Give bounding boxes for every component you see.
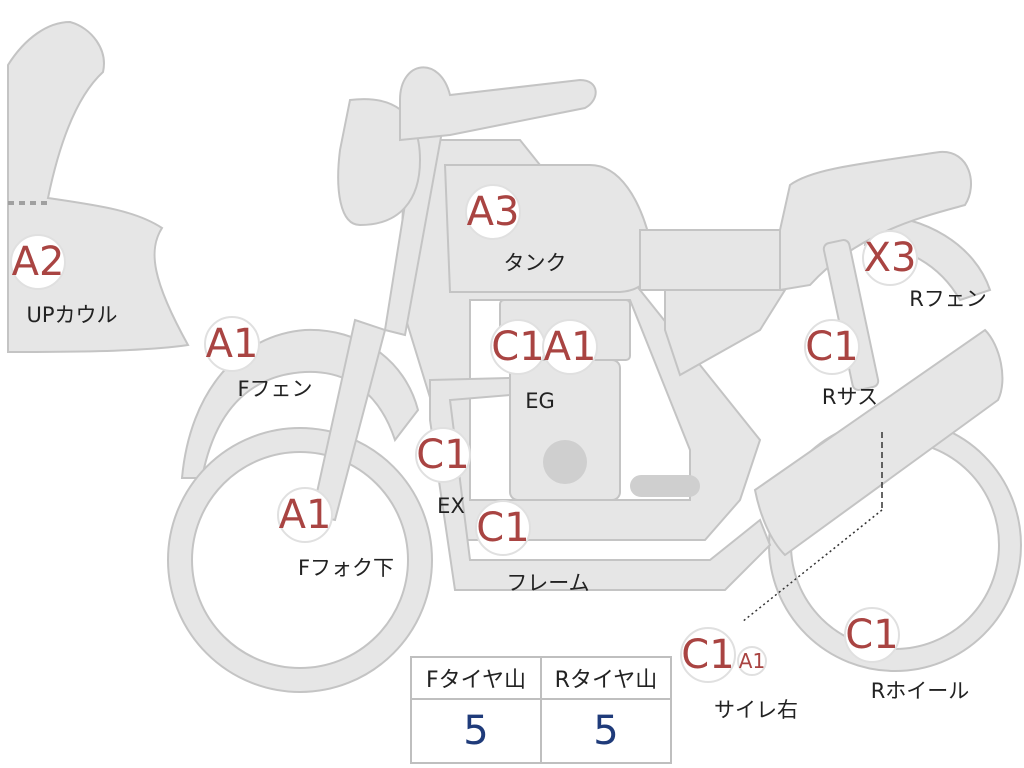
front-fork-shape	[310, 318, 387, 522]
svg-text:C1: C1	[491, 324, 544, 370]
badge-ffork: A1	[277, 487, 333, 543]
label-frame: フレーム	[506, 571, 589, 595]
label-rwheel: Rホイール	[871, 679, 970, 703]
label-tank: タンク	[504, 251, 567, 275]
svg-text:A2: A2	[12, 239, 65, 285]
tire-tread-table: Fタイヤ山 Rタイヤ山 5 5	[410, 656, 672, 764]
rear-tire-header: Rタイヤ山	[540, 656, 672, 700]
svg-text:A1: A1	[279, 492, 332, 538]
label-rsus: Rサス	[822, 385, 878, 409]
label-eg: EG	[525, 389, 555, 413]
svg-text:C1: C1	[805, 324, 858, 370]
badge-rfender: X3	[862, 230, 918, 286]
rear-shock	[822, 239, 880, 391]
badge-silencer-2: A1	[737, 646, 767, 676]
front-wheel	[168, 428, 432, 692]
footpeg	[630, 475, 700, 497]
svg-text:A3: A3	[467, 189, 520, 235]
engine-cover	[543, 440, 587, 484]
label-silencer: サイレ右	[714, 698, 798, 722]
svg-text:C1: C1	[476, 505, 529, 551]
label-upcowl: UPカウル	[26, 303, 117, 327]
badge-ex: C1	[415, 427, 471, 483]
front-tire-value: 5	[410, 698, 542, 764]
label-ffork: Fフォク下	[298, 556, 394, 580]
svg-text:A1: A1	[544, 324, 597, 370]
label-ex: EX	[437, 494, 465, 518]
badge-tank: A3	[465, 184, 521, 240]
badge-eg-1: C1	[490, 319, 546, 375]
badge-frame: C1	[475, 500, 531, 556]
badge-upcowl: A2	[10, 234, 66, 290]
badge-eg-2: A1	[542, 319, 598, 375]
svg-text:C1: C1	[416, 432, 469, 478]
badge-ffender: A1	[204, 316, 260, 372]
seat-shape	[639, 229, 781, 291]
svg-text:C1: C1	[845, 612, 898, 658]
front-tire-header: Fタイヤ山	[410, 656, 542, 700]
label-rfender: Rフェン	[909, 287, 987, 311]
badge-silencer-1: C1	[680, 627, 736, 683]
rear-tire-value: 5	[540, 698, 672, 764]
silencer-shape	[753, 328, 1004, 557]
badge-rwheel: C1	[844, 607, 900, 663]
handlebar-shape	[399, 66, 597, 142]
badge-rsus: C1	[804, 319, 860, 375]
svg-text:C1: C1	[681, 632, 734, 678]
svg-text:A1: A1	[206, 321, 259, 367]
label-ffender: Fフェン	[237, 377, 312, 401]
svg-text:X3: X3	[864, 235, 917, 281]
svg-text:A1: A1	[739, 649, 765, 673]
